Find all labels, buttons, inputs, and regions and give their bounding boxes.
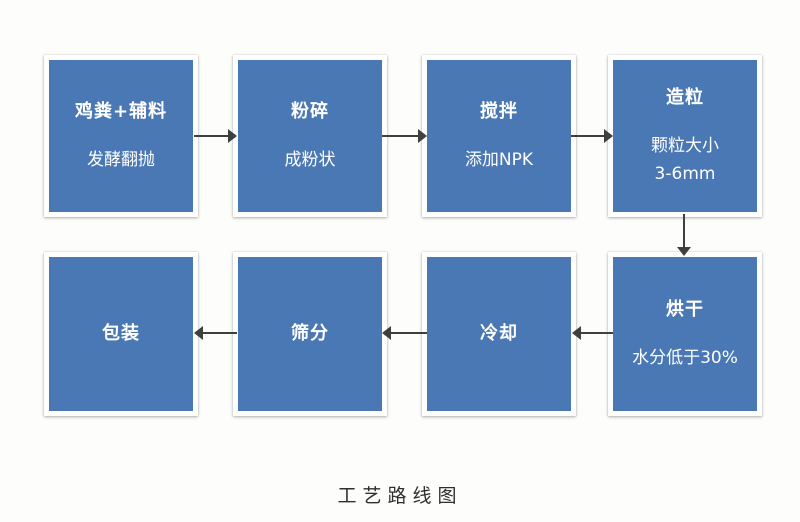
arrow-left-icon: [194, 326, 237, 340]
box-subtitle-group: 颗粒大小 3-6mm: [651, 134, 719, 186]
flow-box-step6-cooling: 冷却: [422, 252, 576, 416]
flow-box-step8-packaging: 包装: [44, 252, 198, 416]
arrow-left-icon: [382, 326, 427, 340]
flow-box-step3-mixing: 搅拌 添加NPK: [422, 55, 576, 217]
flow-box-step1-raw-material: 鸡粪+辅料 发酵翻抛: [44, 55, 198, 217]
box-subtitle-line2: 3-6mm: [654, 164, 716, 184]
diagram-title: 工艺路线图: [337, 485, 463, 507]
arrow-right-icon: [382, 129, 427, 143]
box-subtitle-group: 成粉状: [285, 148, 336, 172]
box-title: 造粒: [666, 87, 704, 108]
box-subtitle: 添加NPK: [464, 150, 534, 170]
flow-box-step4-granulation: 造粒 颗粒大小 3-6mm: [608, 55, 762, 217]
box-subtitle: 水分低于30%: [632, 348, 738, 368]
box-title: 包装: [102, 323, 140, 344]
flow-box-step7-screening: 筛分: [233, 252, 387, 416]
box-subtitle: 成粉状: [284, 150, 336, 170]
arrow-down-icon: [677, 214, 691, 256]
flow-box-step5-drying: 烘干 水分低于30%: [608, 252, 762, 416]
box-subtitle-group: 水分低于30%: [632, 346, 738, 370]
box-title: 筛分: [291, 323, 329, 344]
box-title: 搅拌: [480, 101, 518, 122]
box-title: 烘干: [666, 299, 704, 320]
box-title: 冷却: [480, 323, 518, 344]
arrow-right-icon: [571, 129, 613, 143]
box-title: 粉碎: [291, 101, 329, 122]
flow-box-step2-crushing: 粉碎 成粉状: [233, 55, 387, 217]
arrow-left-icon: [572, 326, 613, 340]
box-title: 鸡粪+辅料: [74, 101, 168, 122]
box-subtitle-group: 发酵翻抛: [87, 148, 155, 172]
box-subtitle-group: 添加NPK: [465, 148, 533, 172]
box-subtitle: 颗粒大小: [651, 136, 719, 156]
box-subtitle: 发酵翻抛: [87, 150, 155, 170]
arrow-right-icon: [194, 129, 237, 143]
